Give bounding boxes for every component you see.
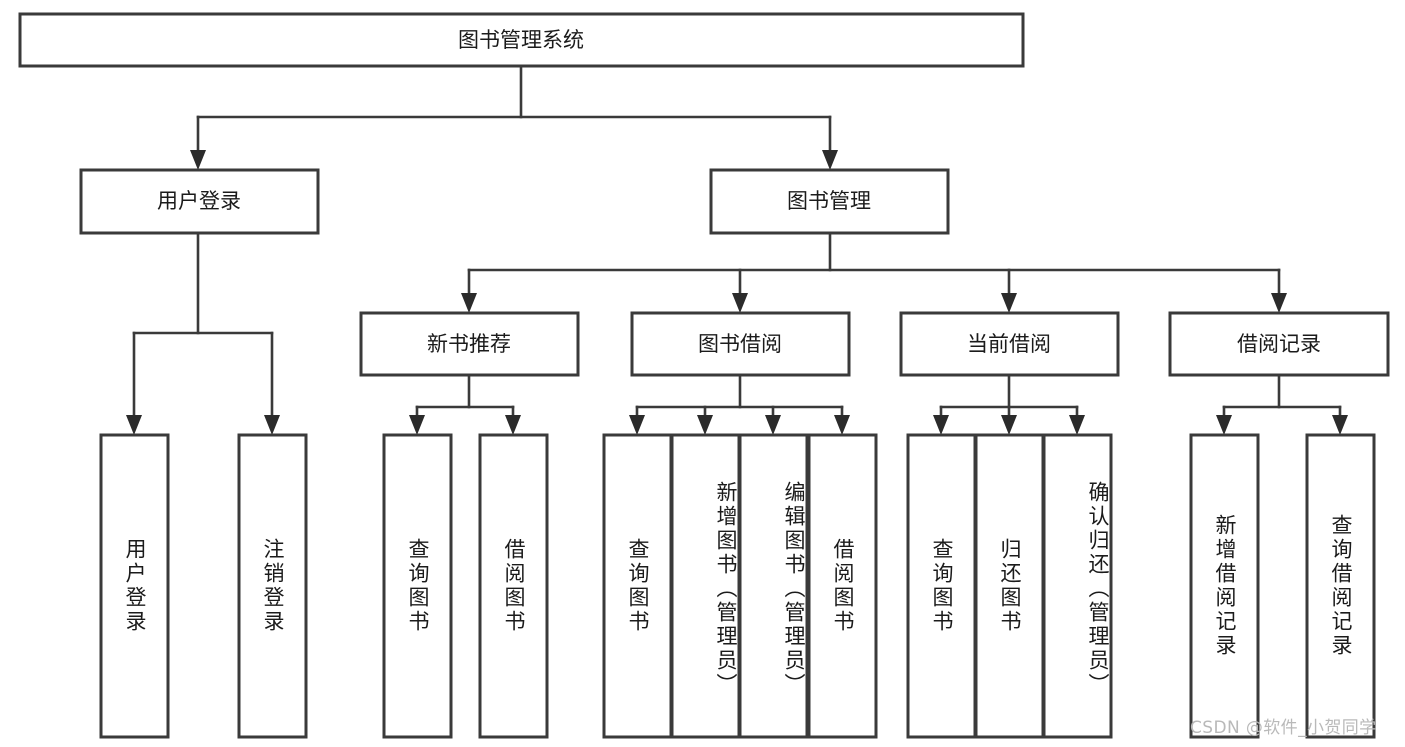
node-label-book-borrow: 图书借阅 [698,332,782,356]
arrow-bookmgmt-to-records [1271,293,1287,313]
node-layer: 图书管理系统 用户登录 图书管理 新书推荐 图书借阅 当前借阅 借阅记录 [18,12,1390,739]
leaf-label-query-book-newbooks: 查询图书 [405,538,430,634]
leaf-label-confirm-return-admin: 确认归还（管理员） [1086,481,1110,697]
leaf-label-user-login: 用户登录 [122,538,147,634]
node-box-leaf-confirm-return-admin[interactable] [1042,433,1113,739]
node-box-leaf-query-book-newbooks[interactable] [382,433,453,739]
arrow-root-to-user-login [190,150,206,170]
arrow-borrow-leaf2 [697,415,713,435]
node-box-current-borrow[interactable] [899,311,1120,377]
arrow-records-leaf2 [1332,415,1348,435]
node-box-leaf-query-borrow-record[interactable] [1305,433,1376,739]
arrow-user-login-leaf2 [264,415,280,435]
leaf-label-query-book-current: 查询图书 [929,538,954,634]
connector-layer [126,64,1348,435]
arrow-root-to-book-mgmt [822,150,838,170]
leaf-label-borrow-book-newbooks: 借阅图书 [501,538,526,634]
arrow-current-leaf1 [933,415,949,435]
leaf-label-edit-book-admin: 编辑图书（管理员） [782,481,806,697]
node-label-borrow-records: 借阅记录 [1237,332,1321,356]
node-box-leaf-borrow-book[interactable] [807,433,878,739]
node-box-user-login[interactable] [79,168,320,235]
node-box-new-book-recommend[interactable] [359,311,580,377]
leaf-label-return-book: 归还图书 [997,538,1022,634]
node-box-leaf-query-book-borrow[interactable] [602,433,673,739]
node-box-book-borrow[interactable] [630,311,851,377]
arrow-newbooks-leaf2 [505,415,521,435]
arrow-current-leaf2 [1001,415,1017,435]
node-label-current-borrow: 当前借阅 [967,332,1051,356]
leaf-label-borrow-book: 借阅图书 [830,538,855,634]
leaf-label-add-borrow-record: 新增借阅记录 [1212,514,1237,658]
arrow-borrow-leaf1 [629,415,645,435]
node-label-book-management: 图书管理 [787,189,871,213]
node-box-leaf-logout[interactable] [237,433,308,739]
node-box-leaf-add-book-admin[interactable] [670,433,741,739]
node-box-leaf-borrow-book-newbooks[interactable] [478,433,549,739]
leaf-label-logout: 注销登录 [260,538,285,634]
arrow-current-leaf3 [1069,415,1085,435]
node-box-leaf-add-borrow-record[interactable] [1189,433,1260,739]
node-label-new-book-recommend: 新书推荐 [427,332,511,356]
arrow-bookmgmt-to-borrow [732,293,748,313]
node-label-root: 图书管理系统 [458,28,584,52]
leaf-label-query-book-borrow: 查询图书 [625,538,650,634]
node-label-user-login: 用户登录 [157,189,241,213]
leaf-label-query-borrow-record: 查询借阅记录 [1328,514,1353,658]
node-box-leaf-query-book-current[interactable] [906,433,977,739]
node-box-leaf-user-login[interactable] [99,433,170,739]
arrow-user-login-leaf1 [126,415,142,435]
watermark: CSDN @软件_小贺同学 [1190,718,1377,738]
node-box-root[interactable] [18,12,1025,68]
leaf-label-add-book-admin: 新增图书（管理员） [714,481,738,697]
node-box-book-management[interactable] [709,168,950,235]
node-box-leaf-edit-book-admin[interactable] [738,433,809,739]
arrow-borrow-leaf3 [765,415,781,435]
node-box-leaf-return-book[interactable] [974,433,1045,739]
arrow-newbooks-leaf1 [409,415,425,435]
arrow-borrow-leaf4 [834,415,850,435]
arrow-bookmgmt-to-newbooks [461,293,477,313]
arrow-bookmgmt-to-current [1001,293,1017,313]
node-box-borrow-records[interactable] [1168,311,1390,377]
arrow-records-leaf1 [1216,415,1232,435]
